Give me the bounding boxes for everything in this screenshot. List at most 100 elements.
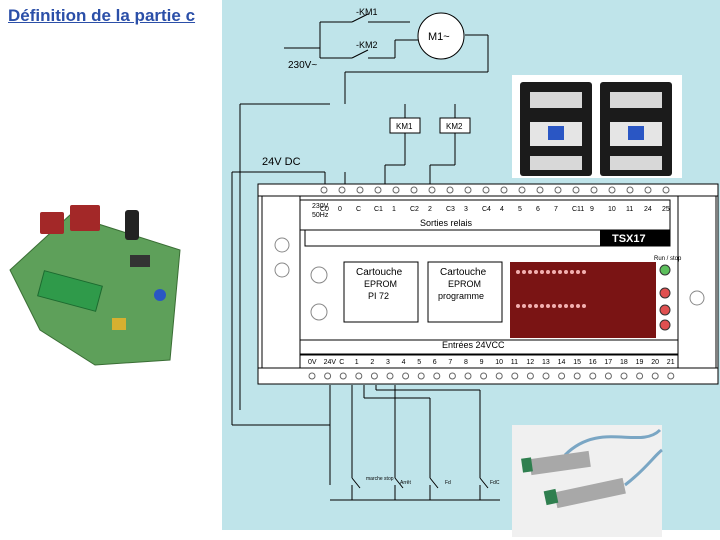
plc-knob-2 [310, 303, 328, 321]
input-terminal-label: 20 [651, 359, 659, 366]
led-4 [659, 319, 671, 331]
switch-label-3: Fd [445, 480, 451, 486]
input-terminal-screw [370, 372, 378, 380]
input-terminal-screw [308, 372, 316, 380]
plc-supply-label-1: 230V [312, 203, 329, 210]
led-dot [522, 270, 526, 274]
input-terminal-label: 13 [542, 359, 550, 366]
input-terminal-label: 16 [589, 359, 597, 366]
input-terminal-label: 2 [370, 359, 374, 366]
output-terminal-screw [518, 186, 526, 194]
input-terminal-screw [386, 372, 394, 380]
sensors-photo [512, 425, 663, 537]
led-dot [516, 304, 520, 308]
circuit-board-photo [9, 205, 181, 366]
led-dot [534, 304, 538, 308]
output-terminal-screw [572, 186, 580, 194]
input-terminal-screw [511, 372, 519, 380]
output-terminal-label: 11 [626, 206, 633, 213]
input-terminal-screw [542, 372, 550, 380]
input-terminal-label: 6 [433, 359, 437, 366]
switch-label-2: Arrêt [400, 480, 411, 486]
input-terminal-screw [339, 372, 347, 380]
input-terminal-screw [573, 372, 581, 380]
input-terminal-screw [417, 372, 425, 380]
input-terminal-label: 5 [417, 359, 421, 366]
input-terminal-label: 24V [324, 359, 337, 366]
output-terminal-screw [356, 186, 364, 194]
output-terminal-label: 5 [518, 206, 522, 213]
contact-km2-label: -KM2 [356, 40, 378, 50]
input-terminal-screw [651, 372, 659, 380]
output-terminal-label: C1 [374, 206, 383, 213]
input-terminal-label: 3 [386, 359, 390, 366]
contactors-photo [512, 75, 682, 178]
output-terminal-label: 9 [590, 206, 594, 213]
input-terminal-label: 19 [636, 359, 644, 366]
plc-knob-1 [310, 266, 328, 284]
led-dot [516, 270, 520, 274]
input-terminal-screw [589, 372, 597, 380]
output-terminal-label: 7 [554, 206, 558, 213]
input-terminal-label: 4 [402, 359, 406, 366]
wires [231, 13, 500, 501]
plc-model-label: TSX17 [612, 233, 646, 245]
output-terminal-screw [536, 186, 544, 194]
input-terminal-screw [355, 372, 363, 380]
input-terminal-label: 21 [667, 359, 675, 366]
plc-run-stop-label: Run / stop [654, 256, 682, 262]
output-terminal-label: 24 [644, 206, 652, 213]
led-dot [576, 304, 580, 308]
supply-dc-label: 24V DC [262, 156, 301, 168]
output-terminal-label: C3 [446, 206, 455, 213]
cartridge-1 [343, 261, 419, 323]
cartridge-2-line-1: Cartouche [440, 267, 487, 278]
input-terminal-screw [558, 372, 566, 380]
led-dot [534, 270, 538, 274]
input-terminal-label: 8 [464, 359, 468, 366]
plc-output-section: Sorties relais [420, 218, 473, 228]
plc-model-badge [600, 230, 670, 246]
output-terminal-label: C11 [572, 206, 584, 213]
output-terminal-label: 6 [536, 206, 540, 213]
output-terminal-label: 2 [428, 206, 432, 213]
output-terminal-label: 25 [662, 206, 670, 213]
input-terminal-label: 17 [604, 359, 612, 366]
input-terminal-label: 12 [526, 359, 534, 366]
led-dot [558, 270, 562, 274]
input-terminal-screw [464, 372, 472, 380]
output-terminal-screw [644, 186, 652, 194]
output-terminal-screw [464, 186, 472, 194]
output-terminal-screw [446, 186, 454, 194]
motor-label: M1~ [428, 31, 450, 43]
cartridge-1-line-1: Cartouche [356, 267, 403, 278]
led-dot [576, 270, 580, 274]
led-dot [546, 270, 550, 274]
plc-knob-3 [274, 237, 290, 253]
input-terminal-label: 1 [355, 359, 359, 366]
coil-km2 [439, 117, 471, 134]
run-led [659, 264, 671, 276]
input-terminal-label: 15 [573, 359, 581, 366]
plc-led-display [510, 262, 656, 338]
plc-supply-label-2: 50Hz [312, 212, 329, 219]
plc-input-section: Entrées 24VCC [442, 340, 505, 350]
input-terminal-label: C [339, 359, 344, 366]
output-terminal-screw [428, 186, 436, 194]
cartridge-2-line-3: programme [438, 291, 484, 301]
input-terminal-screw [667, 372, 675, 380]
output-terminal-screw [392, 186, 400, 194]
output-terminal-screw [554, 186, 562, 194]
led-dot [552, 270, 556, 274]
led-dot [528, 270, 532, 274]
contact-km1-label: -KM1 [356, 7, 378, 17]
led-dot [528, 304, 532, 308]
page-title: Définition de la partie c [8, 6, 196, 25]
led-3 [659, 304, 671, 316]
output-terminal-label: 3 [464, 206, 468, 213]
output-terminal-screw [662, 186, 670, 194]
output-terminal-screw [482, 186, 490, 194]
